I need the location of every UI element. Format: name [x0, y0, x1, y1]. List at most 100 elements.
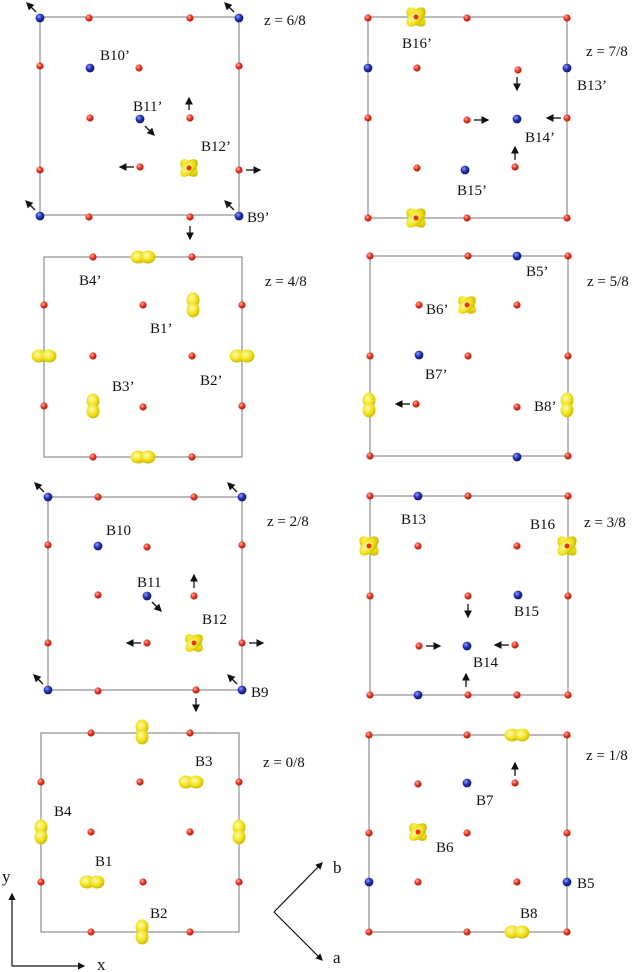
boron-atom	[413, 491, 423, 501]
density-blob-dumbbell	[34, 819, 48, 845]
arrow	[224, 2, 235, 13]
oxygen-atom	[87, 828, 95, 836]
y-axis-label: y	[2, 867, 11, 886]
density-blob-dumbbell	[31, 349, 57, 363]
boron-atom	[413, 690, 423, 700]
arrow	[227, 482, 238, 493]
boron-atom	[512, 114, 522, 124]
atom-label: B4’	[79, 273, 102, 289]
atom-label: B13	[401, 512, 426, 528]
atom-label: B11	[137, 575, 161, 591]
boron-atom	[414, 350, 424, 360]
oxygen-atom	[563, 731, 571, 739]
oxygen-atom	[463, 14, 471, 22]
panel-z-1-8: B7 B6 B5 B8 z = 1/8	[364, 728, 628, 939]
oxygen-atom	[86, 114, 94, 122]
arrow	[151, 601, 162, 612]
oxygen-atom	[412, 400, 420, 408]
oxygen-atom	[37, 878, 45, 886]
boron-atoms	[35, 13, 244, 221]
oxygen-atom	[87, 729, 95, 737]
oxygen-atom	[89, 352, 97, 360]
atom-label: B7’	[425, 367, 448, 383]
electron-density	[180, 159, 198, 177]
z-level-label: z = 3/8	[584, 515, 626, 531]
oxygen-atom	[44, 639, 52, 647]
oxygen-atom	[364, 214, 372, 222]
arrow	[34, 482, 45, 493]
oxygen-atom	[511, 779, 519, 787]
oxygen-atom	[463, 928, 471, 936]
atom-label: B1	[95, 854, 113, 870]
oxygen-atom	[563, 214, 571, 222]
panel-z-2-8: B10 B11 B12 B9 z = 2/8	[33, 482, 309, 713]
atom-label: B5	[577, 876, 595, 892]
density-blob-dumbbell	[229, 349, 255, 363]
oxygen-atom	[513, 542, 521, 550]
boron-atom	[237, 492, 247, 502]
oxygen-atom	[464, 492, 472, 500]
oxygen-atom	[366, 492, 374, 500]
oxygen-atom	[563, 928, 571, 936]
atom-label: B2’	[200, 373, 223, 389]
oxygen-atom	[188, 453, 196, 461]
oxygen-atom	[364, 14, 372, 22]
oxygen-atom	[511, 641, 519, 649]
oxygen-atom	[366, 252, 374, 260]
electron-density	[409, 728, 530, 939]
oxygen-atom	[135, 64, 143, 72]
oxygen-atom	[36, 166, 44, 174]
atom-label: B12	[202, 612, 227, 628]
atom-label: B10’	[100, 48, 130, 64]
cartesian-axes	[8, 892, 86, 970]
boron-atom	[460, 165, 470, 175]
boron-atom	[512, 452, 522, 462]
atom-label: B8	[520, 906, 538, 922]
oxygen-atom	[190, 493, 198, 501]
atom-label: B3’	[112, 379, 135, 395]
atom-label: B8’	[534, 399, 557, 415]
atom-label: B16	[530, 517, 556, 533]
arrow	[26, 2, 37, 13]
boron-atom	[364, 877, 374, 887]
oxygen-atom	[413, 164, 421, 172]
unit-cell-frame	[47, 496, 243, 691]
oxygen-atom	[463, 116, 471, 124]
oxygen-atom	[94, 687, 102, 695]
oxygen-atom	[85, 213, 93, 221]
boron-atoms	[413, 491, 523, 700]
oxygen-atom	[235, 778, 243, 786]
z-level-label: z = 7/8	[586, 44, 628, 60]
oxygen-atom	[413, 64, 421, 72]
oxygen-atom	[464, 252, 472, 260]
displacement-arrows	[25, 2, 262, 241]
oxygen-atoms	[44, 493, 246, 695]
panel-z-7-8: B16’ B13’ B14’ B15’ z = 7/8	[363, 7, 628, 228]
oxygen-atom	[366, 352, 374, 360]
boron-atom	[237, 685, 247, 695]
electron-density	[359, 536, 577, 556]
atom-label: B1’	[150, 321, 173, 337]
atom-label: B12’	[201, 139, 231, 155]
arrow	[144, 125, 155, 136]
boron-atom	[135, 114, 145, 124]
oxygen-atom	[238, 541, 246, 549]
oxygen-atom	[188, 253, 196, 261]
density-blob-cross	[185, 634, 203, 652]
oxygen-atom	[564, 352, 572, 360]
oxygen-atom	[186, 729, 194, 737]
oxygen-atom	[186, 14, 194, 22]
oxygen-atom	[186, 928, 194, 936]
oxygen-atom	[238, 402, 246, 410]
unit-cell-frame	[43, 256, 243, 458]
boron-atom	[562, 877, 572, 887]
oxygen-atom	[365, 731, 373, 739]
boron-atoms	[363, 63, 572, 175]
oxygen-atom	[463, 214, 471, 222]
lattice-axes	[273, 862, 323, 961]
oxygen-atom	[514, 66, 522, 74]
displacement-arrows	[426, 604, 509, 687]
oxygen-atom	[564, 492, 572, 500]
oxygen-atom	[89, 453, 97, 461]
oxygen-atom	[235, 62, 243, 70]
